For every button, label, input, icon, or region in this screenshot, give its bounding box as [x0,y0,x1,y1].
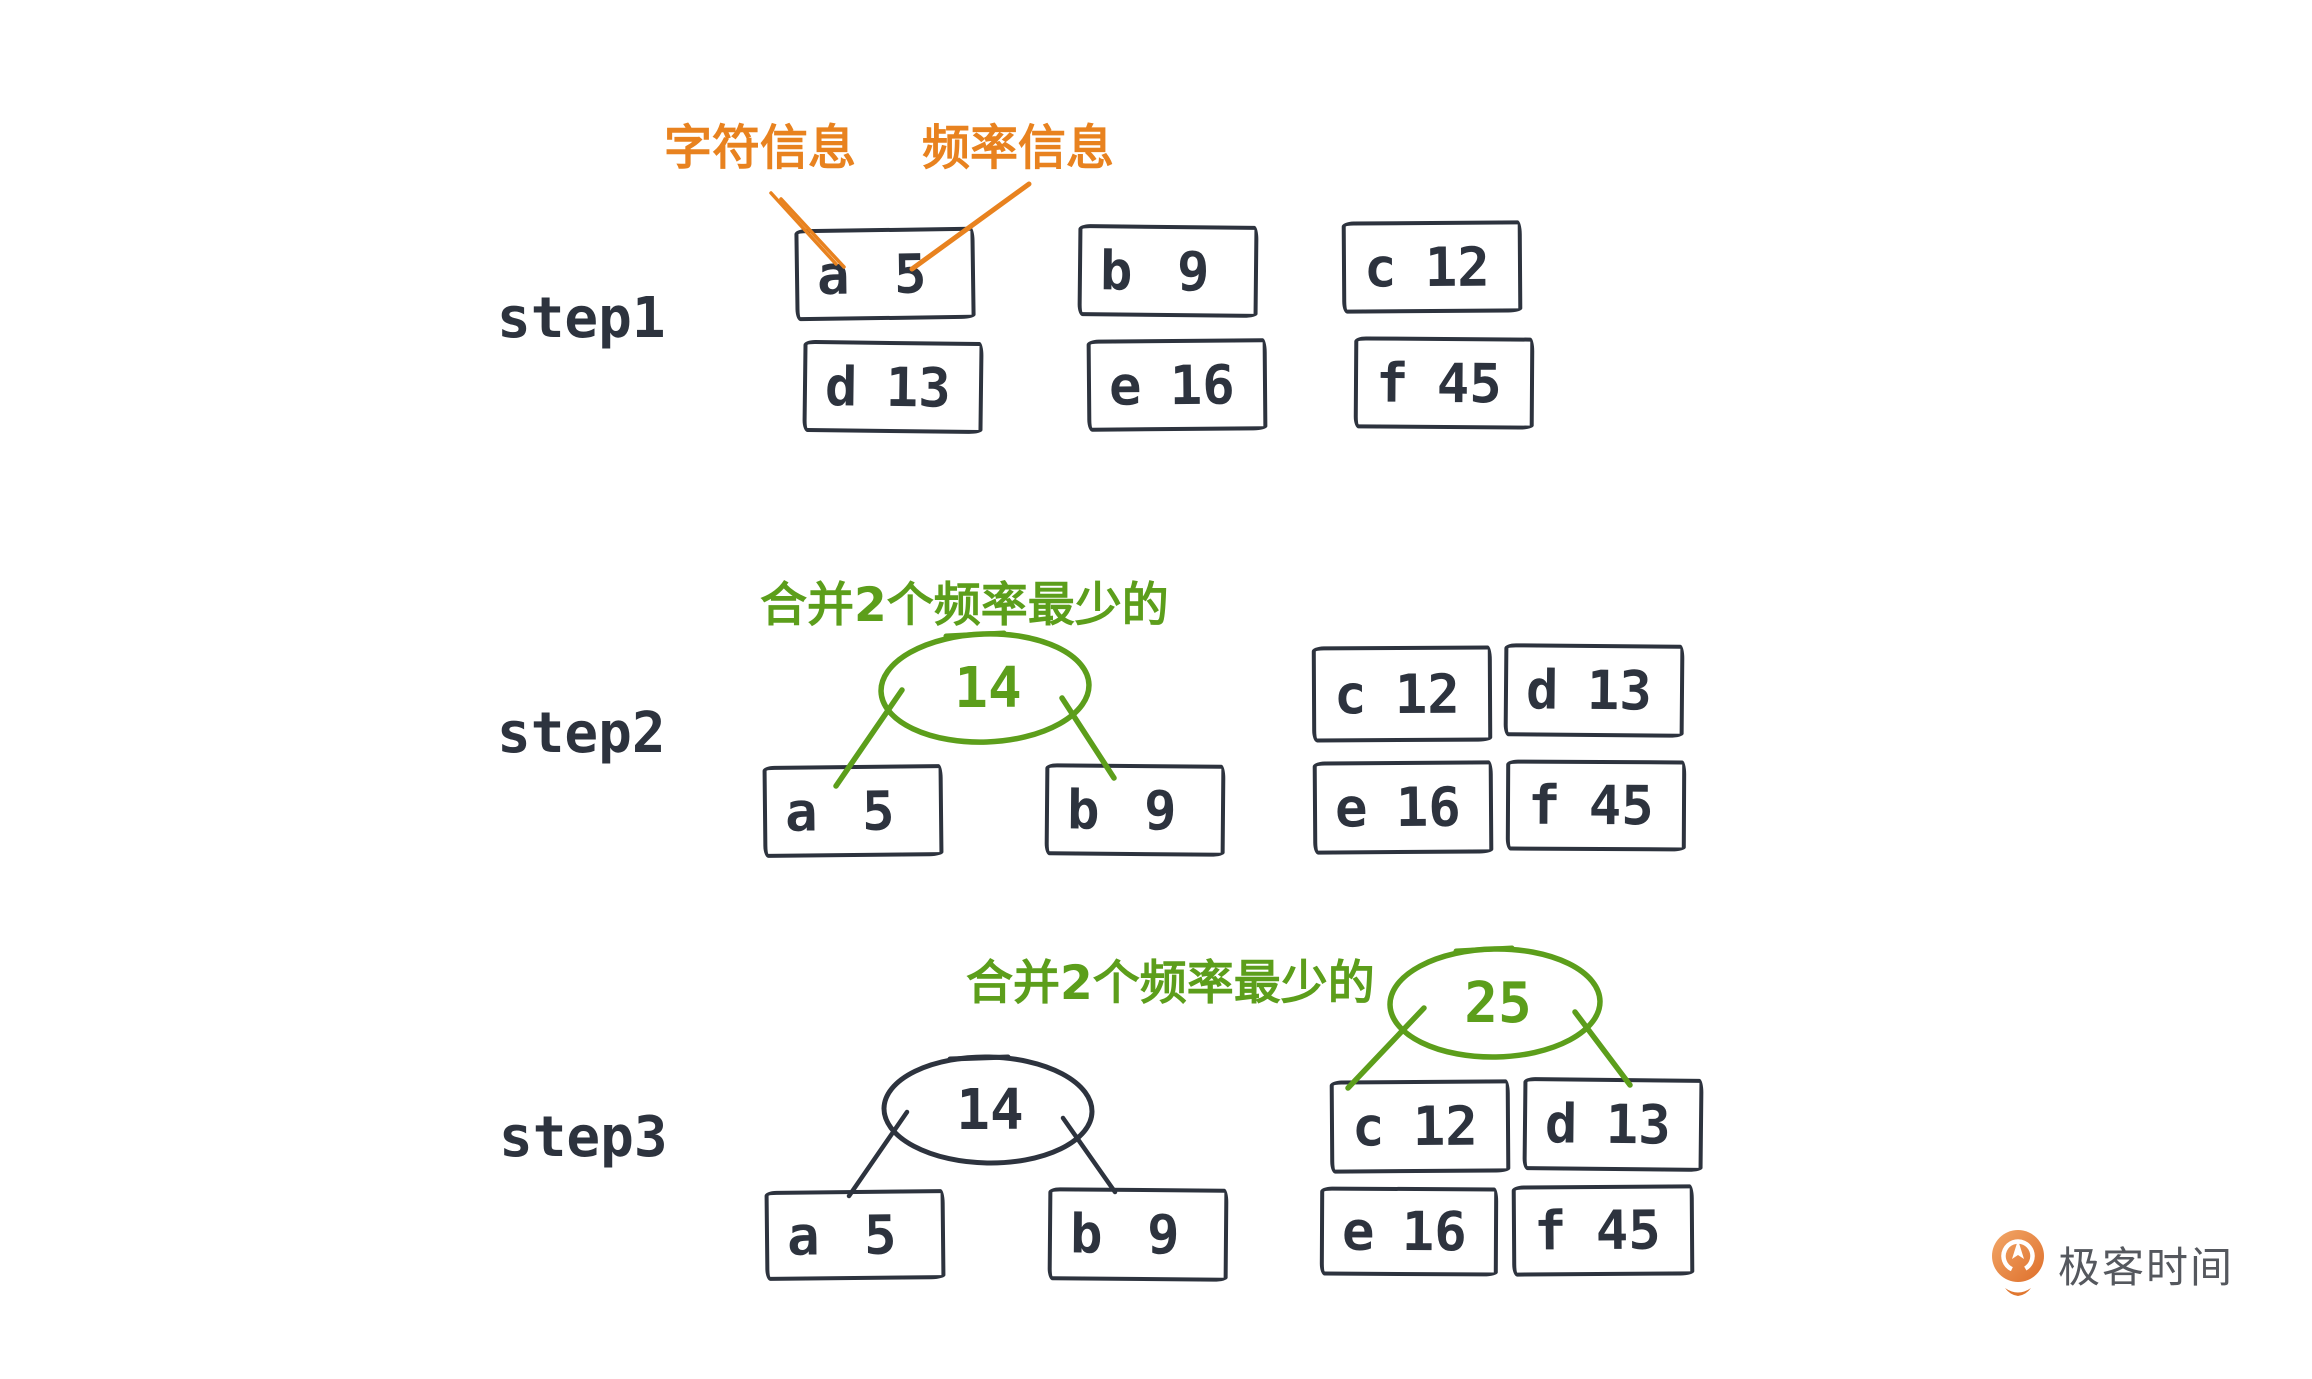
node-char: f [1527,773,1561,837]
node-freq: 5 [861,779,895,843]
step2-box-c: c 12 [1311,645,1493,743]
step3-box-f: f 45 [1511,1184,1695,1277]
step2-box-e: e 16 [1312,760,1494,855]
step2-merge-label: 合并2个频率最少的 [760,578,1169,633]
geektime-pin-icon [1992,1230,2044,1296]
node-freq: 9 [1176,239,1210,303]
node-freq: 13 [1605,1092,1672,1157]
node-freq: 45 [1436,351,1502,415]
step2-root-value: 14 [954,656,1022,721]
step1-box-d: d 13 [802,339,984,435]
node-char: d [824,354,858,419]
node-char: e [1341,1199,1375,1263]
step3-box-e: e 16 [1319,1186,1499,1277]
node-freq: 16 [1169,352,1236,417]
step3-merge-root-value: 25 [1464,971,1532,1036]
step3-tree-circle-overlap-stroke [947,1054,1011,1062]
step3-label: step3 [499,1105,668,1170]
geektime-logo: 极客时间 [1990,1228,2234,1300]
node-freq: 5 [893,241,927,306]
step2-root-circle-overlap-stroke [943,630,1007,639]
node-freq: 45 [1588,773,1654,838]
node-freq: 13 [1586,658,1653,723]
node-freq: 12 [1394,662,1460,726]
node-char: c [1363,235,1397,299]
step2-box-f: f 45 [1505,759,1687,852]
node-freq: 5 [863,1203,897,1267]
node-char: d [1525,658,1559,722]
step3-tree-edge-left [846,1109,910,1199]
node-freq: 13 [885,355,952,420]
step3-merge-label: 合并2个频率最少的 [966,956,1375,1011]
step3-merge-edge-left [1345,1005,1427,1091]
step3-tree-root-value: 14 [956,1078,1024,1143]
node-freq: 12 [1424,235,1490,299]
node-char: e [1334,776,1368,840]
freq-info-label: 频率信息 [922,120,1115,176]
node-freq: 9 [1146,1203,1180,1267]
node-char: a [786,1203,820,1268]
node-freq: 16 [1401,1199,1467,1264]
step2-label: step2 [497,701,666,766]
node-char: b [1099,238,1133,303]
node-char: a [816,242,850,307]
node-freq: 12 [1412,1094,1478,1159]
geektime-logo-text: 极客时间 [2058,1242,2235,1292]
node-char: f [1375,351,1409,415]
node-char: a [784,779,818,844]
step1-label: step1 [497,286,666,351]
step3-box-d: d 13 [1522,1077,1704,1172]
node-char: e [1108,353,1142,418]
node-char: c [1333,662,1367,726]
step1-box-e: e 16 [1086,338,1268,432]
char-info-label: 字符信息 [664,120,857,176]
node-char: d [1544,1092,1578,1156]
step3-merge-edge-right [1572,1009,1633,1088]
node-char: b [1069,1202,1103,1266]
step1-box-c: c 12 [1341,220,1523,314]
node-freq: 16 [1395,775,1461,840]
step2-box-d: d 13 [1503,643,1685,738]
step3-box-c: c 12 [1329,1079,1511,1174]
node-freq: 9 [1143,778,1177,842]
step1-box-f: f 45 [1353,336,1535,430]
node-freq: 45 [1595,1198,1661,1263]
node-char: c [1351,1095,1385,1159]
step3-tree-edge-right [1060,1115,1118,1195]
node-char: b [1066,777,1100,842]
step3-merge-circle-overlap-stroke [1453,945,1515,954]
node-char: f [1533,1199,1567,1263]
